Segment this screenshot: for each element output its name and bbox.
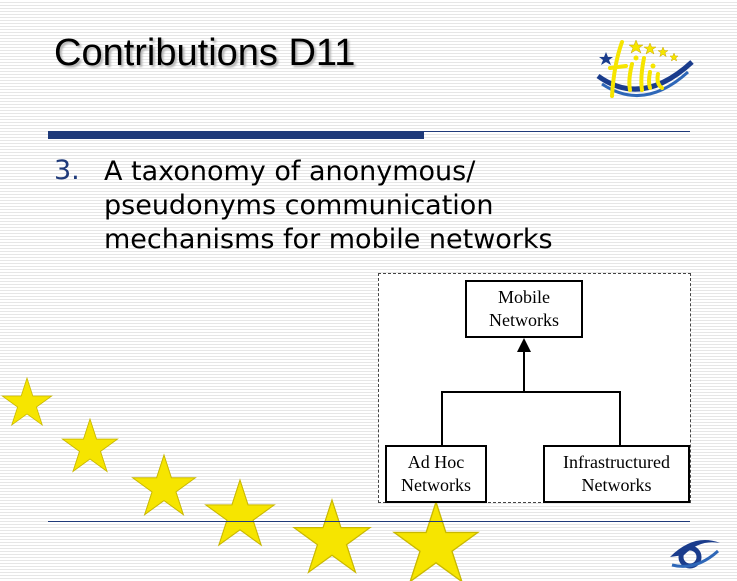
node-mobile-networks: Mobile Networks: [465, 280, 583, 338]
edge-vertical-right: [619, 391, 621, 445]
node-ad-hoc-line1: Ad Hoc: [407, 452, 465, 472]
node-mobile-networks-line1: Mobile: [498, 287, 550, 307]
node-infrastructured-line1: Infrastructured: [563, 452, 670, 472]
bullet-line-3: mechanisms for mobile networks: [104, 224, 553, 255]
node-infrastructured-line2: Networks: [581, 475, 652, 495]
footer-rule: [48, 521, 690, 522]
bullet-text: A taxonomy of anonymous/ pseudonyms comm…: [104, 155, 704, 257]
taxonomy-figure: Mobile Networks Ad Hoc Networks Infrastr…: [378, 273, 691, 503]
node-infrastructured-networks: Infrastructured Networks: [543, 445, 690, 503]
node-ad-hoc-line2: Networks: [401, 475, 471, 495]
bullet-line-2: pseudonyms communication: [104, 190, 494, 221]
arrowhead-icon: [517, 338, 531, 352]
edge-horizontal-bar: [441, 391, 621, 393]
edge-vertical-left: [441, 391, 443, 445]
bullet-line-1: A taxonomy of anonymous/: [104, 156, 476, 187]
edge-vertical-root: [523, 350, 525, 392]
slide-title: Contributions D11: [54, 32, 356, 74]
node-ad-hoc-networks: Ad Hoc Networks: [385, 445, 487, 503]
fidis-logo-icon: [596, 39, 694, 98]
title-underline-thick: [48, 131, 424, 139]
node-mobile-networks-line2: Networks: [489, 310, 559, 330]
title-underline-thin: [424, 131, 690, 132]
bullet-number: 3.: [54, 155, 80, 186]
sixth-framework-logo-icon: [670, 540, 720, 569]
